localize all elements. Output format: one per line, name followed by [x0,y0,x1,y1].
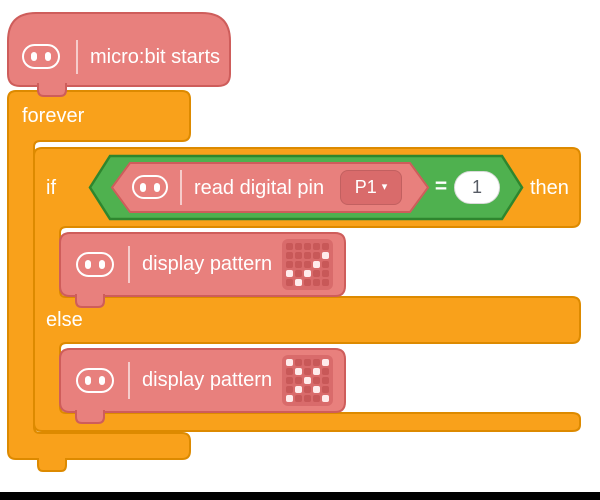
microbit-face-icon [76,368,114,393]
led-cell[interactable] [286,270,293,277]
led-cell[interactable] [322,261,329,268]
block-connector-tab-outline [37,83,67,97]
block-divider [128,362,130,399]
led-cell[interactable] [295,359,302,366]
face-eye [99,376,105,385]
led-cell[interactable] [286,359,293,366]
led-cell[interactable] [304,279,311,286]
display-pattern-cross-block[interactable] [59,348,346,413]
led-cell[interactable] [322,252,329,259]
led-cell[interactable] [286,261,293,268]
led-cell[interactable] [286,243,293,250]
then-label: then [530,176,569,199]
led-cell[interactable] [295,377,302,384]
led-cell[interactable] [295,279,302,286]
led-cell[interactable] [313,386,320,393]
led-cell[interactable] [295,261,302,268]
equals-operator-label: = [434,175,448,198]
led-cell[interactable] [313,377,320,384]
face-eye [154,182,160,192]
led-pattern-cross[interactable] [282,355,333,406]
led-cell[interactable] [286,279,293,286]
pin-dropdown-value: P1 [354,177,377,197]
led-cell[interactable] [322,386,329,393]
led-cell[interactable] [286,368,293,375]
block-connector-tab [38,83,66,96]
led-cell[interactable] [313,368,320,375]
block-connector-tab-outline [75,410,105,424]
led-cell[interactable] [304,377,311,384]
led-cell[interactable] [286,377,293,384]
led-cell[interactable] [304,270,311,277]
face-eye [31,52,37,61]
microbit-face-icon [76,252,114,277]
face-eye [140,182,146,192]
led-cell[interactable] [322,368,329,375]
face-eye [85,260,91,269]
led-cell[interactable] [313,359,320,366]
number-value-field[interactable]: 1 [454,171,500,204]
led-cell[interactable] [304,243,311,250]
led-cell[interactable] [304,359,311,366]
forever-block[interactable] [7,90,191,472]
block-divider [76,40,78,74]
block-connector-tab-outline [75,294,105,308]
led-cell[interactable] [322,279,329,286]
led-cell[interactable] [295,270,302,277]
display-pattern-label: display pattern [142,252,273,275]
led-cell[interactable] [304,395,311,402]
bottom-black-bar [0,492,600,500]
led-cell[interactable] [286,395,293,402]
led-cell[interactable] [322,377,329,384]
forever-block-label: forever [22,104,85,127]
display-pattern-check-block[interactable] [59,232,346,297]
led-cell[interactable] [313,270,320,277]
led-cell[interactable] [322,270,329,277]
face-eye [45,52,51,61]
block-connector-tab [76,410,104,423]
led-pattern-check[interactable] [282,239,333,290]
led-cell[interactable] [322,243,329,250]
led-cell[interactable] [295,243,302,250]
led-cell[interactable] [295,395,302,402]
block-divider [180,170,182,205]
led-cell[interactable] [322,359,329,366]
led-cell[interactable] [313,252,320,259]
led-cell[interactable] [286,252,293,259]
face-eye [85,376,91,385]
block-connector-tab [76,294,104,307]
else-label: else [46,308,83,331]
led-cell[interactable] [295,368,302,375]
read-digital-pin-label: read digital pin [194,176,325,199]
face-eye [99,260,105,269]
led-cell[interactable] [295,252,302,259]
microbit-starts-hat-block[interactable] [7,12,231,87]
caret-down-icon: ▾ [381,181,388,193]
led-cell[interactable] [304,368,311,375]
microbit-face-icon [22,44,60,69]
led-cell[interactable] [313,279,320,286]
if-label: if [46,176,56,199]
led-cell[interactable] [313,261,320,268]
hat-block-label: micro:bit starts [90,45,221,68]
led-cell[interactable] [295,386,302,393]
led-cell[interactable] [304,252,311,259]
microbit-face-icon [132,175,168,199]
led-cell[interactable] [313,395,320,402]
display-pattern-label: display pattern [142,368,273,391]
led-cell[interactable] [304,261,311,268]
led-cell[interactable] [286,386,293,393]
block-divider [128,246,130,283]
led-cell[interactable] [313,243,320,250]
pin-dropdown[interactable]: P1 ▾ [340,170,402,205]
led-cell[interactable] [322,395,329,402]
led-cell[interactable] [304,386,311,393]
